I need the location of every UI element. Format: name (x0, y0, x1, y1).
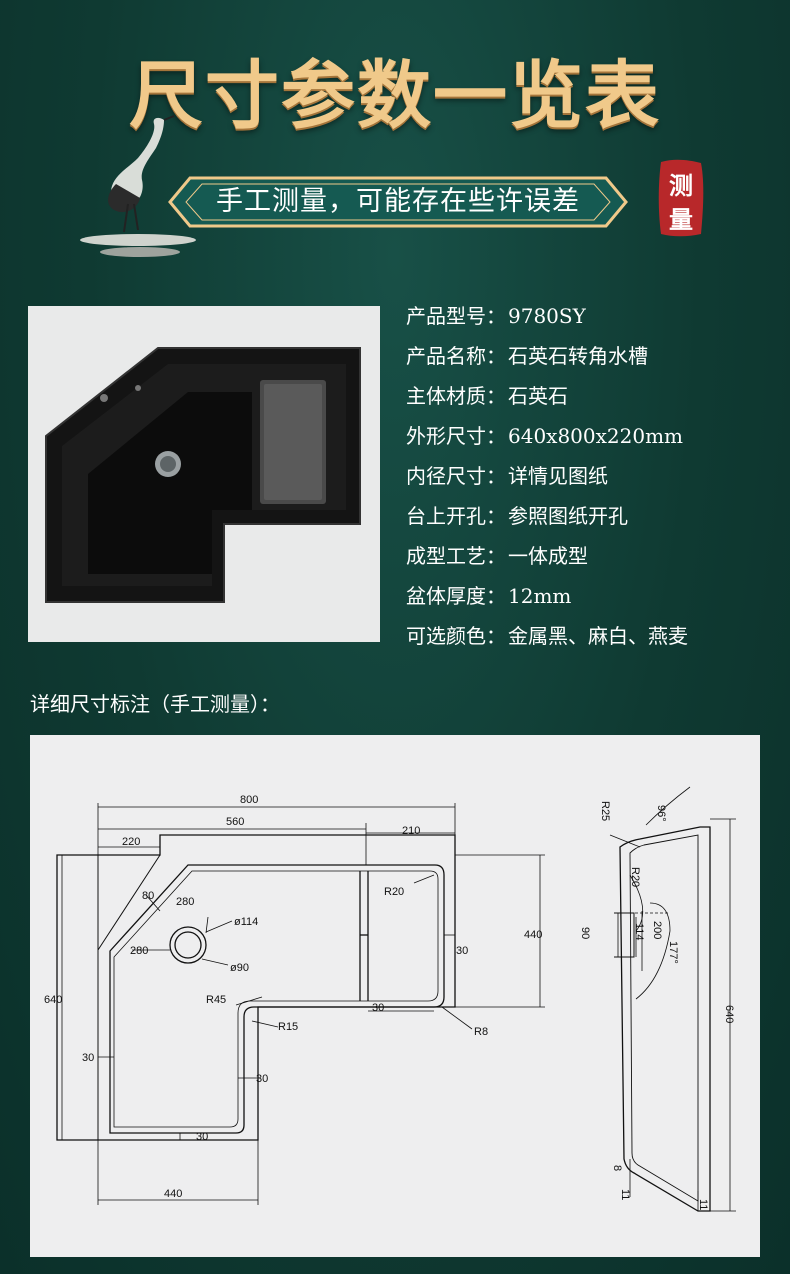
dim-90: 90 (579, 927, 591, 939)
spec-row: 可选颜色：金属黑、麻白、燕麦 (406, 624, 688, 648)
dim-r25: R25 (599, 801, 611, 821)
faucet-hole-icon (100, 394, 108, 402)
crane-illustration (80, 115, 196, 257)
dim-800: 800 (240, 794, 258, 806)
dim-80: 80 (142, 890, 154, 902)
spec-row: 产品型号：9780SY (406, 304, 586, 328)
dim-640: 640 (44, 994, 62, 1006)
product-photo (28, 306, 380, 642)
seal-stamp (658, 159, 704, 237)
dim-30-left: 30 (82, 1052, 94, 1064)
spec-row: 主体材质：石英石 (406, 384, 568, 408)
dim-440-v: 440 (524, 929, 542, 941)
dim-side-r20: R20 (629, 867, 641, 887)
technical-drawing: 800 560 210 220 80 280 ø114 280 ø90 R20 … (30, 735, 760, 1257)
banner-text: 手工测量，可能存在些许误差 (216, 186, 580, 217)
dim-210: 210 (402, 825, 420, 837)
dim-280-a: 280 (176, 896, 194, 908)
dim-side-640: 640 (723, 1005, 735, 1023)
page-title: 尺寸参数一览表 (129, 53, 661, 139)
dim-30-mid: 30 (256, 1073, 268, 1085)
seal-char-2: 量 (669, 205, 693, 234)
dim-114: 114 (633, 923, 645, 941)
dim-96-deg: 96° (655, 805, 667, 822)
spec-row: 盆体厚度：12mm (406, 584, 572, 608)
dimension-heading: 详细尺寸标注（手工测量）： (30, 692, 280, 716)
dim-200: 200 (651, 921, 663, 939)
dim-440-h: 440 (164, 1188, 182, 1200)
dim-dia114: ø114 (234, 916, 258, 928)
seal-char-1: 测 (669, 171, 693, 200)
spec-row: 产品名称：石英石转角水槽 (406, 344, 648, 368)
dim-30-shelf: 30 (372, 1002, 384, 1014)
dim-8: 8 (611, 1165, 623, 1171)
side-view-labels: 96° R25 R20 90 114 200 177° 640 8 11 11 (579, 801, 735, 1210)
dim-r8: R8 (474, 1026, 488, 1038)
dim-560: 560 (226, 816, 244, 828)
dim-r20: R20 (384, 886, 404, 898)
dim-r15: R15 (278, 1021, 298, 1033)
top-view-labels: 800 560 210 220 80 280 ø114 280 ø90 R20 … (44, 794, 542, 1200)
dim-177-deg: 177° (667, 941, 679, 964)
dim-30-right: 30 (456, 945, 468, 957)
dim-280-b: 280 (130, 945, 148, 957)
top-view (56, 803, 545, 1205)
side-view (609, 786, 736, 1212)
dim-dia90: ø90 (230, 962, 249, 974)
spec-row: 外形尺寸：640x800x220mm (406, 424, 684, 448)
dim-r45: R45 (206, 994, 226, 1006)
dim-30-bottom: 30 (196, 1131, 208, 1143)
dim-11-b: 11 (697, 1199, 709, 1210)
dim-11-a: 11 (619, 1189, 631, 1200)
banner-ribbon (168, 176, 628, 228)
dim-220: 220 (122, 836, 140, 848)
spec-list: 产品型号：9780SY 产品名称：石英石转角水槽 主体材质：石英石 外形尺寸：6… (406, 300, 776, 660)
spec-row: 成型工艺：一体成型 (406, 544, 588, 568)
spec-row: 内径尺寸：详情见图纸 (406, 464, 608, 488)
spec-row: 台上开孔：参照图纸开孔 (406, 504, 628, 528)
